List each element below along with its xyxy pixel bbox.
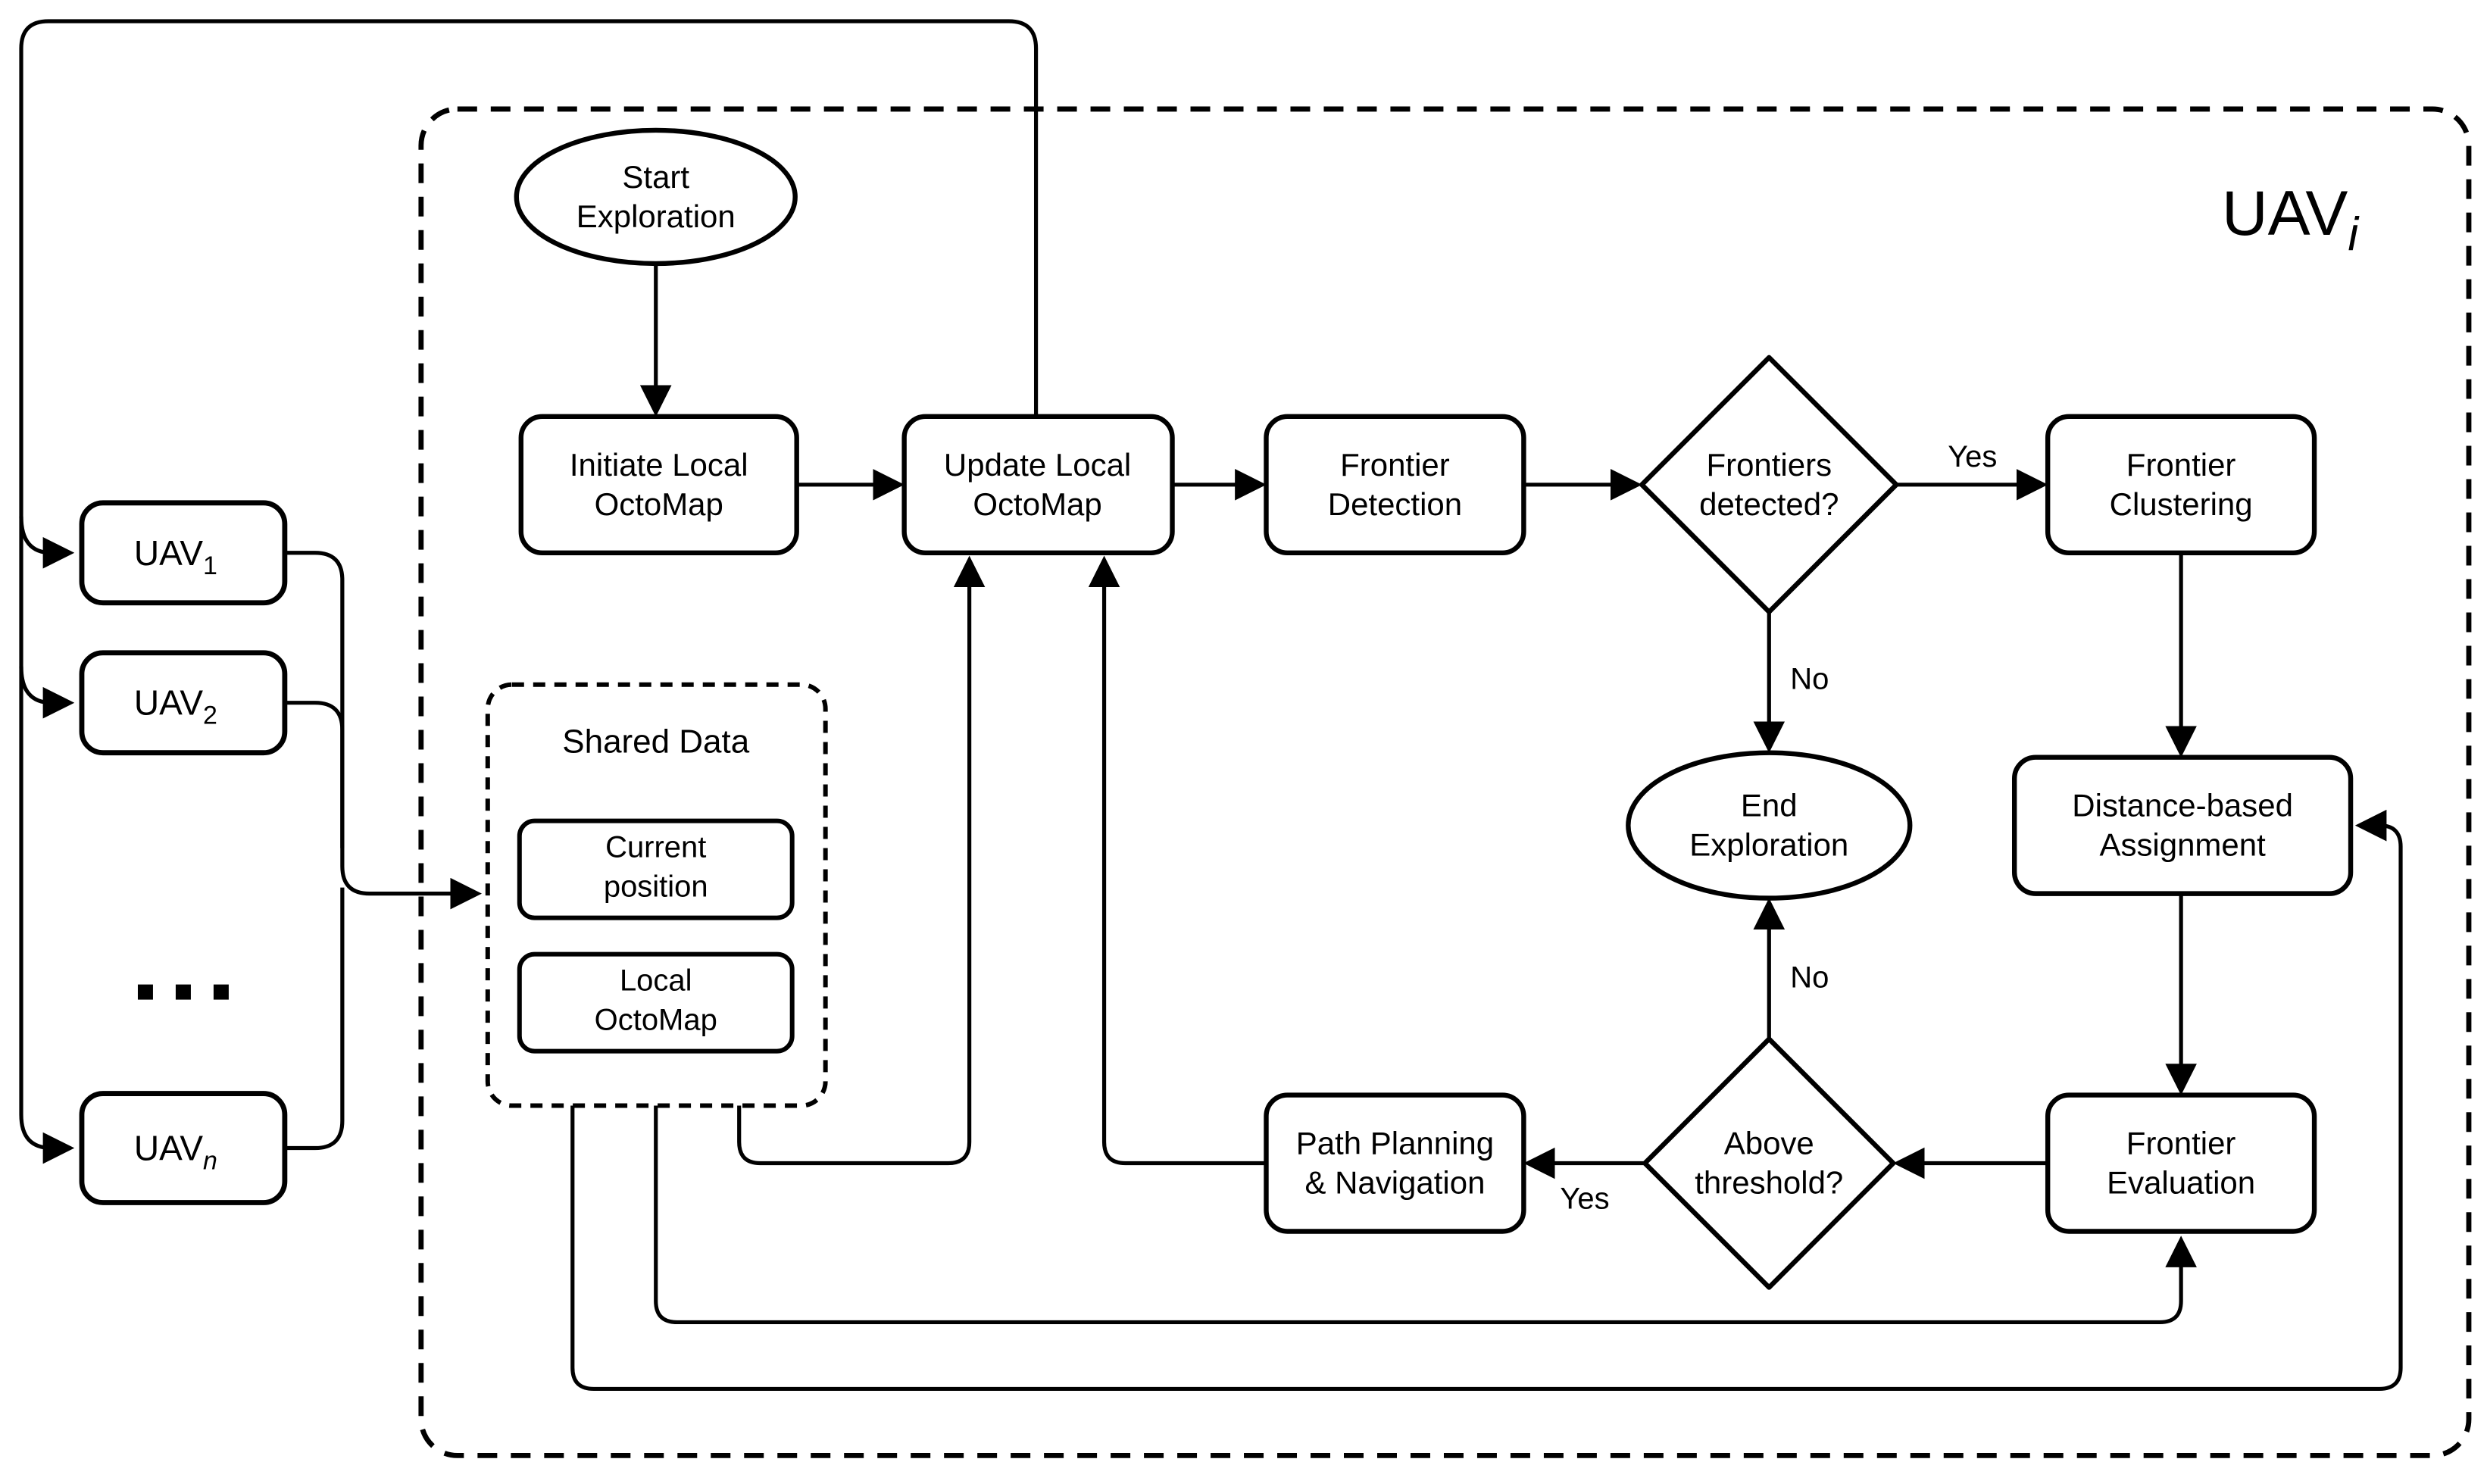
uav-1-box [79,500,288,606]
shared-data-border [485,682,828,1108]
above-threshold-diamond [1642,1036,1896,1290]
edge-uav-2-merge [284,701,345,848]
uav-1-label: UAV1 [134,533,217,580]
edge-broadcast-branch-to-uav-1 [19,516,75,569]
node-path-planning-navigation: Path Planning& Navigation [1264,1092,1526,1234]
uav-2-label: UAV2 [134,683,217,730]
label-no-threshold-to-end: No [1790,961,1829,995]
edge-shared-data-to-frontier-evaluation [654,1105,2197,1325]
local-octomap-box [517,951,795,1054]
frontier-evaluation-box [2045,1092,2317,1234]
edge-shared-data-to-distance-assignment [570,809,2403,1392]
edge-path-planning-to-update-octomap [1088,555,1267,1166]
edge-uav-1-to-shared-data [284,551,483,910]
node-uav-n: UAVn [79,1091,288,1205]
node-uav-2: UAV2 [79,650,288,756]
path-planning-label: Path Planning& Navigation [1296,1126,1494,1201]
path-planning-box [1264,1092,1526,1234]
initiate-local-octomap-box [518,414,799,555]
distance-based-assignment-box [2011,754,2354,896]
frontiers-detected-diamond [1639,355,1899,614]
end-exploration-ellipse [1626,750,1913,901]
frontier-clustering-box [2045,414,2317,555]
uav-i-group-label: UAVi [2222,177,2360,261]
label-yes-to-path-planning: Yes [1560,1183,1609,1216]
uav-n-box [79,1091,288,1205]
label-yes-to-clustering: Yes [1948,440,1997,473]
start-exploration-ellipse [514,127,798,267]
edge-broadcast-branch-to-uav-2 [19,666,75,719]
edge-shared-data-to-update-octomap [737,555,986,1166]
ellipsis-dots-icon [137,984,229,1000]
edge-uav-n-merge [284,887,345,1151]
uav-i-group-border [418,106,2472,1458]
label-no-to-end: No [1790,663,1829,696]
update-local-octomap-box [901,414,1175,555]
uav-2-box [79,650,288,756]
frontier-detection-box [1264,414,1526,555]
current-position-box [517,818,795,920]
edge-update-octomap-broadcast-to-uav-n [19,19,1039,1164]
node-uav-1: UAV1 [79,500,288,606]
uav-n-label: UAVn [134,1129,217,1176]
shared-data-title: Shared Data [562,723,749,761]
